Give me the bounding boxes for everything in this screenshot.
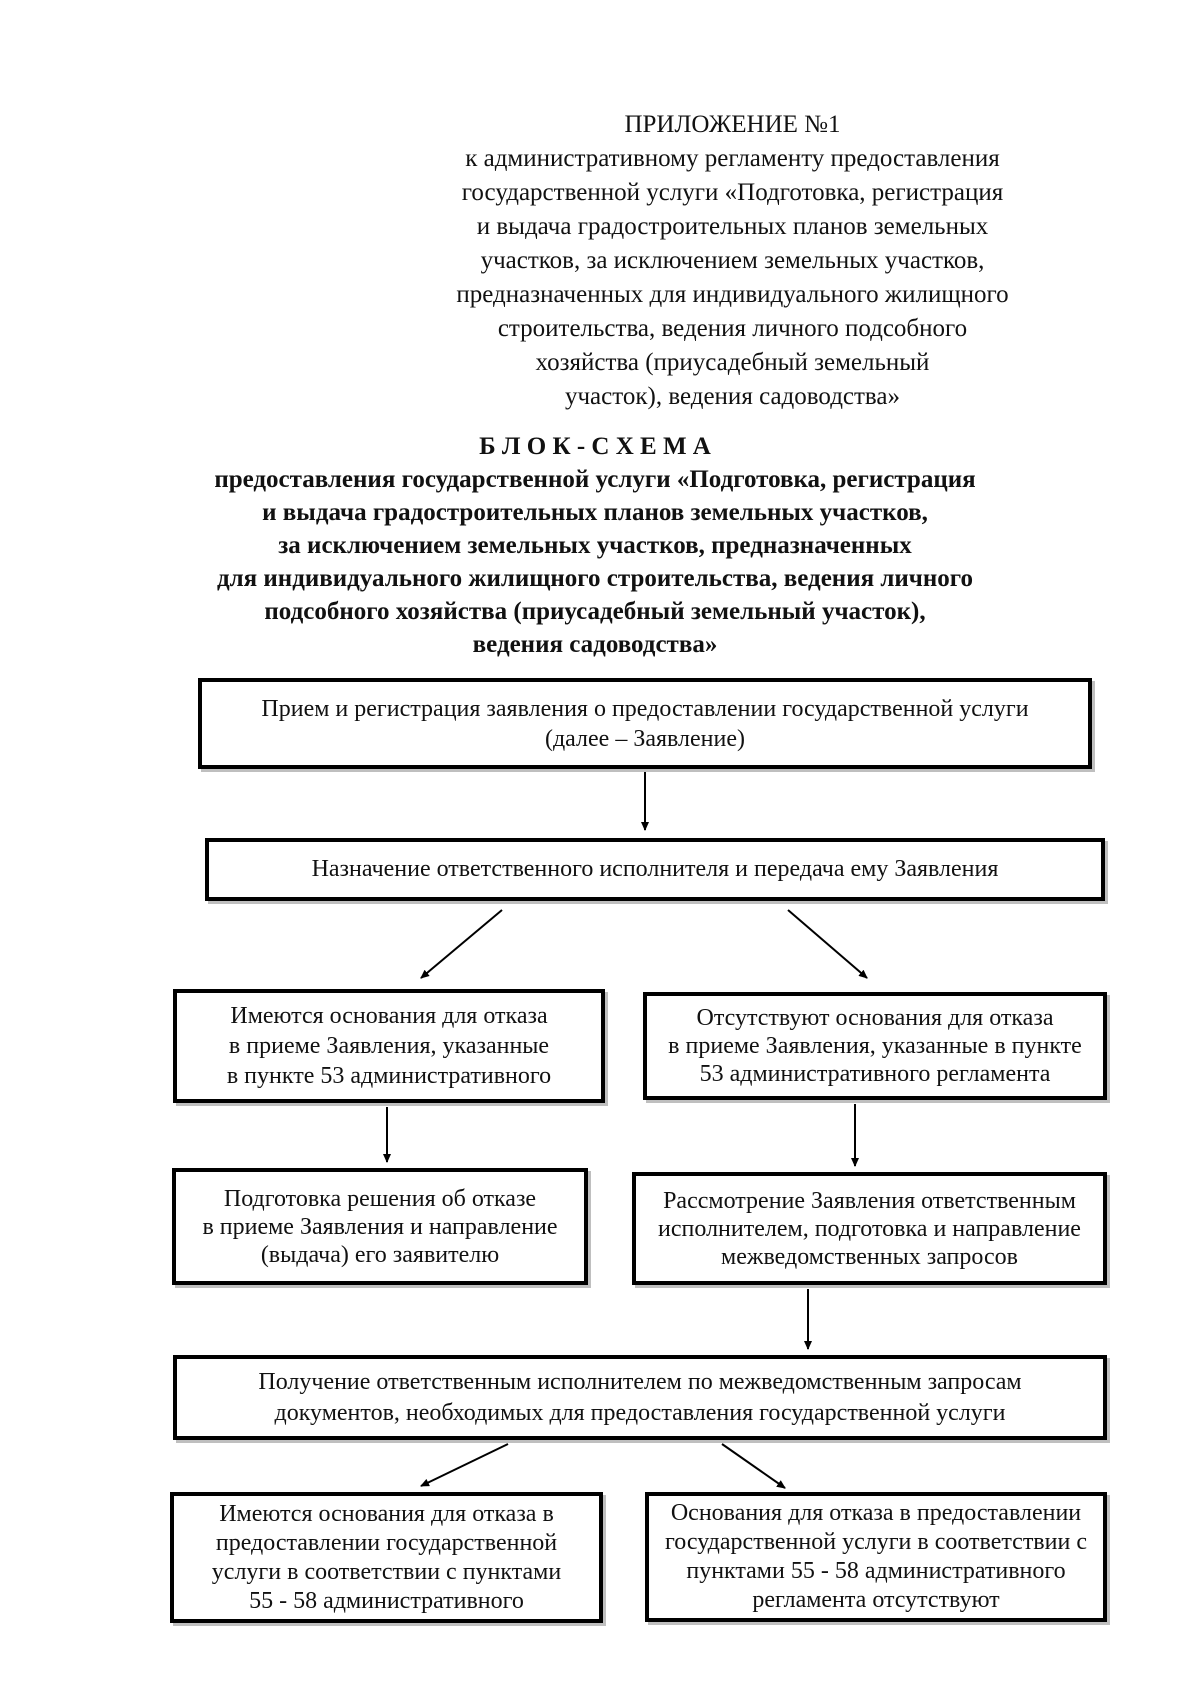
flow-box-reception: Прием и регистрация заявления о предоста… <box>198 678 1092 769</box>
scheme-title: Б Л О К - С Х Е М А предоставления госуд… <box>214 433 976 658</box>
flow-box-prepare-refusal-decision: Подготовка решения об отказе в приеме За… <box>172 1168 588 1285</box>
arrow-receive-to-no-service-refusal-icon <box>721 1443 786 1489</box>
flow-box-no-refusal-grounds: Отсутствуют основания для отказа в прием… <box>643 992 1107 1100</box>
flow-box-no-service-refusal-grounds: Основания для отказа в предоставлении го… <box>645 1492 1107 1622</box>
flow-box-review-and-requests: Рассмотрение Заявления ответственным исп… <box>632 1172 1107 1285</box>
flow-box-refusal-grounds-exist: Имеются основания для отказа в приеме За… <box>173 989 605 1103</box>
arrow-receive-to-service-refusal-icon <box>420 1443 509 1487</box>
arrow-assign-to-no-refusal-grounds-icon <box>787 909 868 979</box>
flow-box-receive-documents: Получение ответственным исполнителем по … <box>173 1355 1107 1440</box>
flow-box-assign-executor: Назначение ответственного исполнителя и … <box>205 838 1105 901</box>
appendix-header: ПРИЛОЖЕНИЕ №1 к административному реглам… <box>456 111 1009 410</box>
arrow-assign-to-refusal-grounds-icon <box>420 909 503 979</box>
flow-box-service-refusal-grounds-exist: Имеются основания для отказа в предостав… <box>170 1492 603 1623</box>
